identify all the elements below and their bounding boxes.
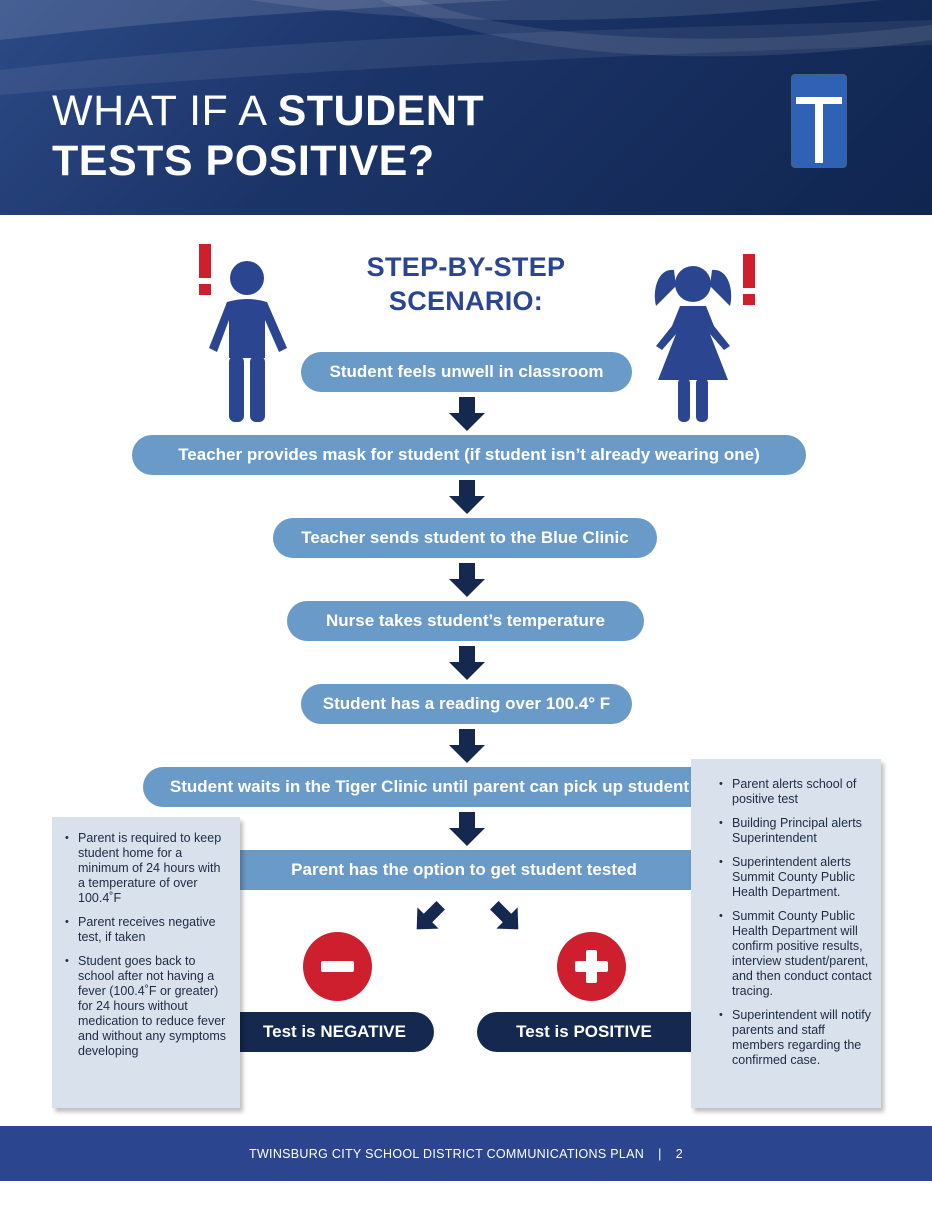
negative-steps-box: Parent is required to keep student home … bbox=[52, 817, 240, 1108]
positive-steps-box: Parent alerts school of positive test Bu… bbox=[691, 759, 881, 1108]
scenario-heading: STEP-BY-STEP SCENARIO: bbox=[318, 250, 614, 318]
title-bold-2: TESTS POSITIVE? bbox=[52, 137, 435, 185]
step-7: Parent has the option to get student tes… bbox=[213, 850, 715, 890]
minus-icon bbox=[303, 932, 372, 1001]
negative-step-item: Parent is required to keep student home … bbox=[62, 831, 230, 906]
header-banner: WHAT IF A STUDENT TESTS POSITIVE? bbox=[0, 0, 932, 215]
step-4: Nurse takes student’s temperature bbox=[287, 601, 644, 641]
exclamation-icon bbox=[199, 244, 211, 295]
step-5: Student has a reading over 100.4° F bbox=[301, 684, 632, 724]
scenario-heading-line1: STEP-BY-STEP bbox=[366, 252, 566, 282]
positive-step-item: Superintendent will notify parents and s… bbox=[716, 1008, 875, 1068]
boy-figure-icon bbox=[209, 261, 287, 422]
down-arrow-icon bbox=[449, 480, 485, 514]
page-title: WHAT IF A STUDENT TESTS POSITIVE? bbox=[52, 86, 484, 186]
step-6: Student waits in the Tiger Clinic until … bbox=[143, 767, 716, 807]
down-arrow-icon bbox=[449, 563, 485, 597]
negative-step-item: Parent receives negative test, if taken bbox=[62, 915, 230, 945]
negative-step-item: Student goes back to school after not ha… bbox=[62, 954, 230, 1059]
page-number: 2 bbox=[675, 1146, 683, 1161]
test-negative-label: Test is NEGATIVE bbox=[215, 1012, 434, 1052]
district-logo-icon bbox=[792, 75, 846, 167]
footer-text: TWINSBURG CITY SCHOOL DISTRICT COMMUNICA… bbox=[249, 1146, 645, 1161]
down-arrow-icon bbox=[449, 812, 485, 846]
down-arrow-icon bbox=[449, 729, 485, 763]
positive-step-item: Parent alerts school of positive test bbox=[716, 777, 875, 807]
down-left-arrow-icon bbox=[416, 901, 445, 930]
test-positive-label: Test is POSITIVE bbox=[477, 1012, 711, 1052]
title-light: WHAT IF A bbox=[52, 87, 278, 135]
scenario-heading-line2: SCENARIO: bbox=[388, 286, 544, 316]
step-3: Teacher sends student to the Blue Clinic bbox=[273, 518, 657, 558]
step-2: Teacher provides mask for student (if st… bbox=[132, 435, 806, 475]
footer-separator: | bbox=[658, 1146, 662, 1161]
down-arrow-icon bbox=[449, 646, 485, 680]
positive-step-item: Building Principal alerts Superintendent bbox=[716, 816, 875, 846]
positive-step-item: Superintendent alerts Summit County Publ… bbox=[716, 855, 875, 900]
header-wave-decoration bbox=[0, 0, 932, 95]
footer-bar: TWINSBURG CITY SCHOOL DISTRICT COMMUNICA… bbox=[0, 1126, 932, 1181]
title-bold-1: STUDENT bbox=[277, 87, 485, 135]
down-arrow-icon bbox=[449, 397, 485, 431]
exclamation-icon bbox=[743, 254, 755, 305]
girl-figure-icon bbox=[654, 266, 732, 422]
positive-step-item: Summit County Public Health Department w… bbox=[716, 909, 875, 999]
step-1: Student feels unwell in classroom bbox=[301, 352, 632, 392]
down-right-arrow-icon bbox=[490, 901, 519, 930]
plus-icon bbox=[557, 932, 626, 1001]
